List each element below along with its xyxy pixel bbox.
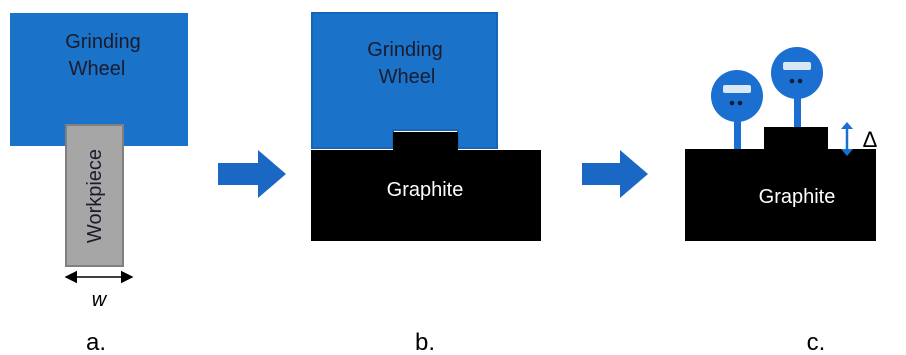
delta-symbol: Δ	[863, 127, 878, 152]
probe-button-2a	[789, 78, 795, 84]
grinding-wheel-a	[10, 13, 188, 146]
process-arrow-1	[218, 150, 286, 198]
delta-arrow-up	[841, 122, 853, 129]
grinding-wheel-b	[311, 12, 498, 149]
caption-b: b.	[415, 329, 435, 355]
panel-a: Grinding Wheel Workpiece w a.	[10, 13, 188, 355]
panel-b: Grinding Wheel Graphite b.	[311, 12, 541, 355]
process-arrow-2	[582, 150, 648, 198]
wheel-label-line2-a: Wheel	[69, 58, 126, 80]
workpiece	[65, 124, 124, 267]
graphite-label-b: Graphite	[387, 179, 464, 201]
graphite-label-c: Graphite	[759, 186, 836, 208]
graphite-block-c	[685, 127, 876, 241]
probe-display-2	[783, 62, 811, 70]
panel-c: Graphite Δ c.	[685, 47, 878, 355]
probe-button-1a	[729, 100, 735, 106]
delta-arrow-down	[841, 149, 853, 156]
probe-stem-2	[794, 90, 801, 127]
caption-a: a.	[86, 329, 106, 355]
caption-c: c.	[807, 329, 826, 355]
probe-gauge-2	[771, 47, 823, 99]
wheel-label-line1-b: Grinding	[367, 39, 443, 61]
step-height-indicator	[841, 122, 853, 156]
wheel-label-line1-a: Grinding	[65, 31, 141, 53]
probe-button-1b	[737, 100, 743, 106]
graphite-block-b	[311, 132, 541, 241]
probe-button-2b	[797, 78, 803, 84]
measurement-probe-1	[711, 70, 763, 149]
probe-stem-1	[734, 108, 741, 149]
width-symbol: w	[92, 289, 108, 311]
workpiece-label: Workpiece	[84, 149, 106, 243]
wheel-label-line2-b: Wheel	[379, 66, 436, 88]
probe-display-1	[723, 85, 751, 93]
measurement-probe-2	[771, 47, 823, 127]
probe-gauge-1	[711, 70, 763, 122]
